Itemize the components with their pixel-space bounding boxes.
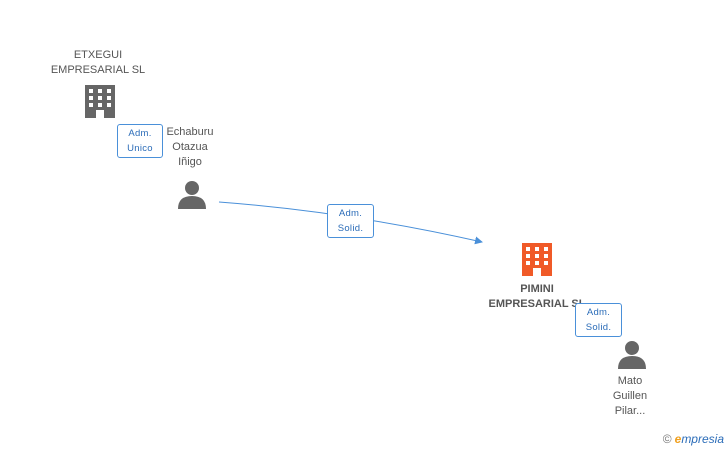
- building-icon[interactable]: [522, 243, 552, 276]
- empresia-watermark: © empresia: [663, 432, 724, 446]
- node-label-etxegui[interactable]: ETXEGUI EMPRESARIAL SL: [50, 49, 146, 76]
- role-badge: Adm. Unico: [117, 124, 163, 158]
- copyright-icon: ©: [662, 432, 672, 446]
- brand-logo: empresia: [674, 432, 724, 446]
- person-icon[interactable]: [618, 341, 646, 369]
- role-badge: Adm. Solid.: [327, 204, 374, 238]
- role-badge: Adm. Solid.: [575, 303, 622, 337]
- person-icon[interactable]: [178, 181, 206, 209]
- node-label-mato[interactable]: Mato Guillen Pilar...: [612, 375, 648, 417]
- node-label-echaburu[interactable]: Echaburu Otazua Iñigo: [166, 126, 214, 168]
- building-icon[interactable]: [85, 85, 115, 118]
